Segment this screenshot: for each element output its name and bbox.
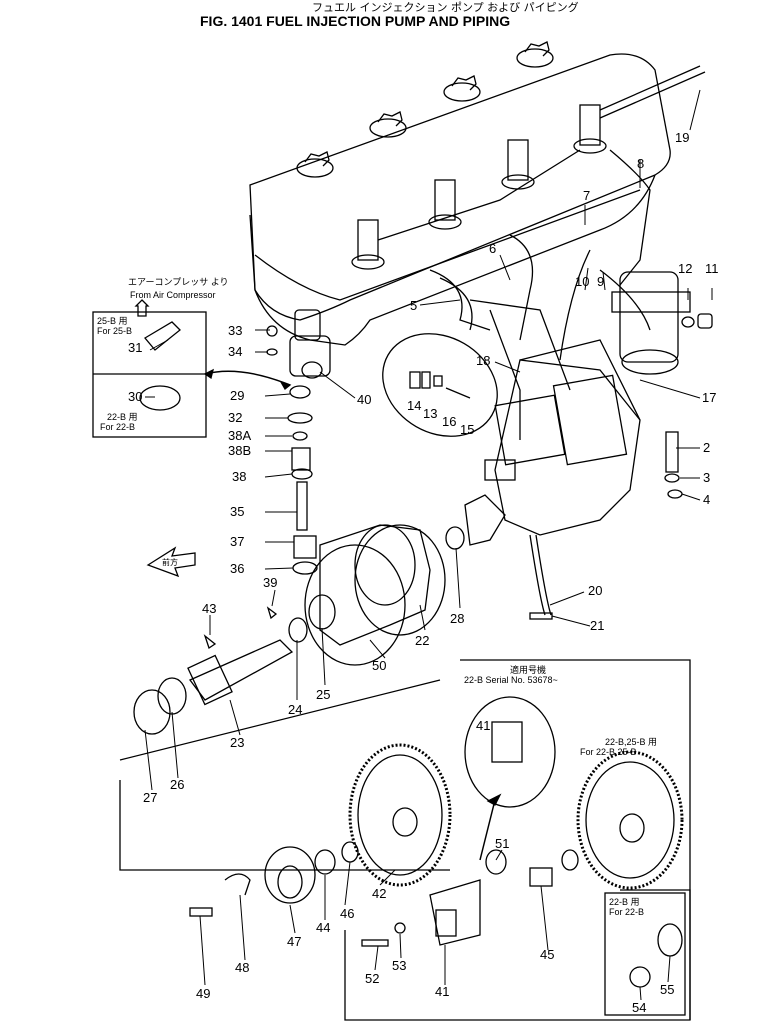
part-label: 27 [143, 790, 157, 805]
part-number-labels: 19 8 7 6 5 10 9 12 11 33 34 31 30 29 40 … [128, 130, 719, 1015]
part-label: 39 [263, 575, 277, 590]
part-label: 2 [703, 440, 710, 455]
left-parts-column [266, 309, 331, 575]
title-japanese: フュエル インジェクション ポンプ および パイピング [312, 0, 579, 14]
part-label: 43 [202, 601, 216, 616]
serial-inset [464, 696, 556, 861]
part-label: 7 [583, 188, 590, 203]
part-label: 30 [128, 389, 142, 404]
fuel-filter [611, 271, 691, 375]
part-label: 54 [632, 1000, 646, 1015]
drive-shaft [133, 594, 336, 735]
part-label: 18 [476, 353, 490, 368]
part-label: 41 [435, 984, 449, 999]
part-label: 11 [705, 261, 719, 276]
lower-parts [189, 841, 579, 947]
part-label: 15 [460, 422, 474, 437]
part-label: 8 [637, 156, 644, 171]
part-label: 19 [675, 130, 689, 145]
small-note-jp: 22-B 用 [609, 897, 640, 907]
part-label: 20 [588, 583, 602, 598]
air-compressor-arrow-icon [134, 299, 150, 317]
note-25b: For 25-B [97, 326, 132, 336]
part-label: 17 [702, 390, 716, 405]
part-label: 38B [228, 443, 251, 458]
part-label: 3 [703, 470, 710, 485]
front-arrow-icon: 前方 [146, 546, 196, 578]
clip-inset [382, 333, 498, 437]
part-label: 48 [235, 960, 249, 975]
part-label: 12 [678, 261, 692, 276]
part-label: 45 [540, 947, 554, 962]
part-label: 51 [495, 836, 509, 851]
leader-lines [144, 89, 713, 1001]
gear-note-jp: 22-B,25-B 用 [605, 737, 657, 747]
part-label: 6 [489, 241, 496, 256]
part-label: 42 [372, 886, 386, 901]
part-label: 22 [415, 633, 429, 648]
air-compressor-jp: エアーコンプレッサ より [128, 277, 229, 287]
part-label: 34 [228, 344, 242, 359]
part-label: 9 [597, 274, 604, 289]
part-label: 52 [365, 971, 379, 986]
gear-note: For 22-B,25-B [580, 747, 637, 757]
part-label: 16 [442, 414, 456, 429]
fuel-pipes [377, 65, 706, 440]
svg-text:前方: 前方 [162, 557, 178, 567]
serial-label: 22-B Serial No. 53678~ [464, 675, 558, 685]
part-label: 33 [228, 323, 242, 338]
part-label: 36 [230, 561, 244, 576]
part-label: 28 [450, 611, 464, 626]
part-label: 13 [423, 406, 437, 421]
part-label: 31 [128, 340, 142, 355]
part-label: 47 [287, 934, 301, 949]
gear-left [348, 743, 452, 887]
part-label: 14 [407, 398, 421, 413]
part-label: 41 [476, 718, 490, 733]
part-label: 38A [228, 428, 251, 443]
part-label: 29 [230, 388, 244, 403]
serial-jp: 適用号機 [510, 664, 546, 675]
injectors [351, 104, 607, 270]
small-note: For 22-B [609, 907, 644, 917]
figure-title: FIG. 1401 FUEL INJECTION PUMP AND PIPING [200, 13, 510, 29]
part-label: 10 [575, 274, 589, 289]
part-label: 21 [590, 618, 604, 633]
part-label: 24 [288, 702, 302, 717]
note-25b-jp: 25-B 用 [97, 316, 128, 326]
part-label: 49 [196, 986, 210, 1001]
part-label: 26 [170, 777, 184, 792]
part-label: 5 [410, 298, 417, 313]
part-label: 38 [232, 469, 246, 484]
part-label: 55 [660, 982, 674, 997]
part-label: 25 [316, 687, 330, 702]
part-label: 23 [230, 735, 244, 750]
drive-flange [304, 494, 506, 666]
air-compressor-label: From Air Compressor [130, 290, 216, 300]
note-22b-jp: 22-B 用 [107, 412, 138, 422]
inset-box-left [92, 311, 292, 438]
part-label: 37 [230, 534, 244, 549]
part-label: 35 [230, 504, 244, 519]
part-label: 50 [372, 658, 386, 673]
gear-region-frame [119, 659, 691, 1021]
part-label: 40 [357, 392, 371, 407]
part-label: 4 [703, 492, 710, 507]
gear-right [576, 750, 684, 890]
cylinder-head-cover [249, 41, 671, 346]
part-label: 44 [316, 920, 330, 935]
part-label: 46 [340, 906, 354, 921]
note-22b: For 22-B [100, 422, 135, 432]
part-label: 32 [228, 410, 242, 425]
right-bolts [664, 313, 713, 499]
part-label: 53 [392, 958, 406, 973]
injection-pump [484, 339, 641, 620]
